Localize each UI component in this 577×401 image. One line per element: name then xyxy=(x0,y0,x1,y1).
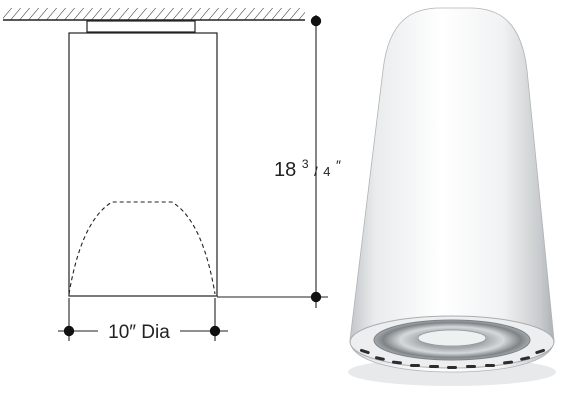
fixture-body-outline xyxy=(68,32,218,297)
height-fraction-slash: / xyxy=(314,164,318,179)
height-dim-endpoint-bottom xyxy=(310,291,322,303)
height-dim-endpoint-top xyxy=(310,15,322,27)
cylinder-downlight-icon xyxy=(348,7,556,386)
height-fraction-num: 3 xyxy=(302,157,309,171)
width-dimension: 10″ Dia xyxy=(58,298,228,343)
width-dim-endpoint-left xyxy=(63,325,75,337)
mounting-canopy xyxy=(86,20,196,33)
height-fraction-den: 4 xyxy=(323,164,330,179)
height-whole: 18 xyxy=(274,159,296,181)
hatched-ceiling-icon xyxy=(3,8,305,21)
dimension-drawing: 18 3 / 4 ″ 10″ Dia xyxy=(3,8,341,343)
height-inch-mark: ″ xyxy=(336,157,341,173)
fixture-photo-vent-slots xyxy=(360,348,545,369)
height-dimension: 18 3 / 4 ″ xyxy=(217,15,341,308)
width-dim-endpoint-right xyxy=(209,325,221,337)
reflector-dashed-outline xyxy=(68,201,216,295)
width-label: 10″ Dia xyxy=(108,322,170,343)
height-label: 18 3 / 4 ″ xyxy=(274,151,341,181)
